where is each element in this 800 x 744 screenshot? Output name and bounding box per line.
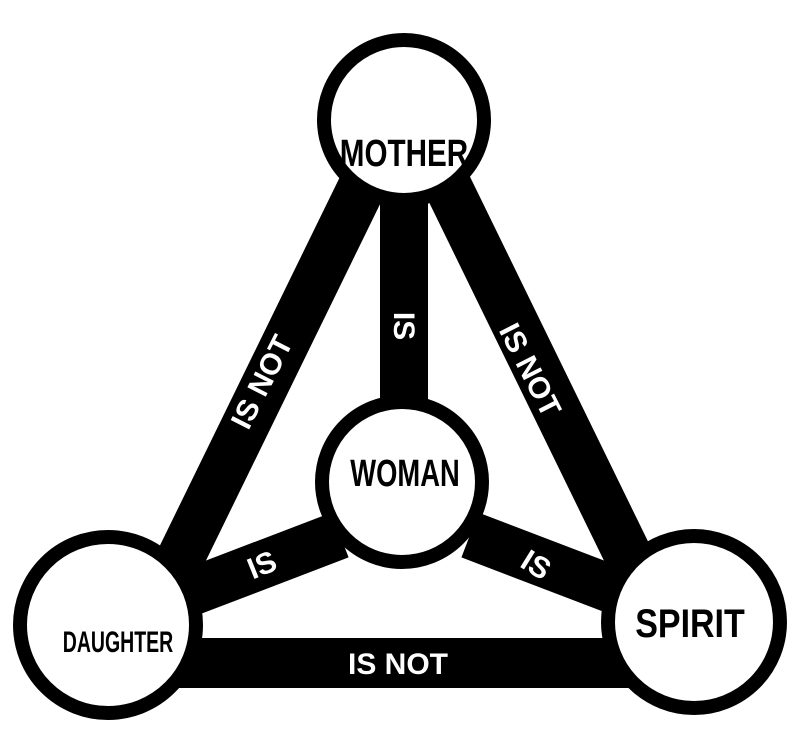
node-mother — [317, 33, 491, 207]
edge-mother-daughter — [138, 159, 392, 611]
node-woman — [315, 395, 489, 569]
woman-label: WOMAN — [350, 453, 459, 495]
spirit-label: SPIRIT — [635, 600, 745, 645]
edge-daughter-woman — [161, 512, 349, 623]
node-daughter — [13, 530, 203, 720]
node-spirit — [601, 529, 787, 715]
edge-mother-spirit — [418, 159, 667, 601]
mother-label: MOTHER — [340, 133, 468, 175]
daughter-spirit-label: IS NOT — [348, 648, 448, 681]
daughter-label: DAUGHTER — [63, 626, 173, 659]
mother-woman-label: IS — [387, 312, 420, 340]
